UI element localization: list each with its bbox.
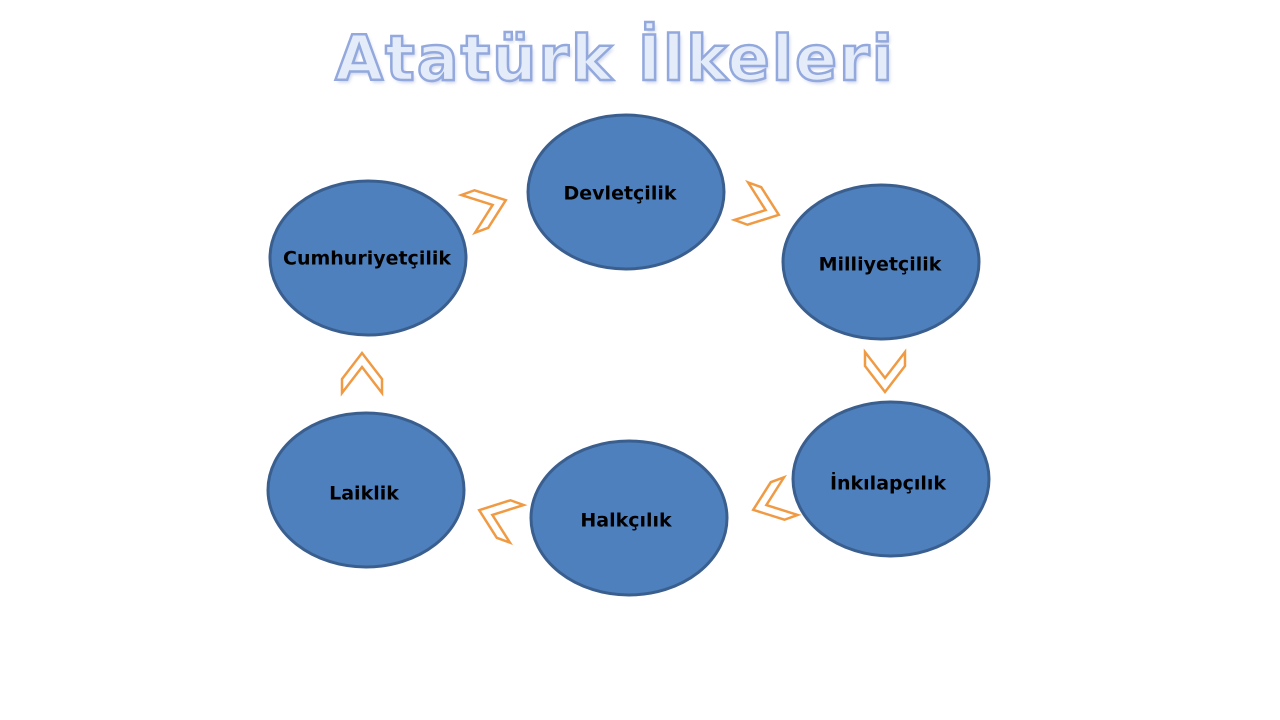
node-laiklik: Laiklik [266,411,466,569]
node-label: Laiklik [329,483,399,505]
node-halkcilik: Halkçılık [529,439,729,597]
node-ellipse [266,411,466,569]
node-ellipse [529,439,729,597]
node-ellipse [781,183,981,341]
chevron-arrow-icon [457,188,508,236]
node-devletcilik: Devletçilik [526,113,726,271]
node-ellipse [791,400,991,558]
node-ellipse [526,113,726,271]
node-label: Cumhuriyetçilik [283,248,451,270]
node-cumhuriyetcilik: Cumhuriyetçilik [268,179,468,337]
node-label: İnkılapçılık [830,471,946,495]
chevron-arrow-icon [340,350,384,397]
slide-title: Atatürk İlkeleri [334,21,895,97]
node-label: Milliyetçilik [819,254,942,276]
chevron-arrow-icon [751,474,802,522]
node-ellipse [268,179,468,337]
node-label: Devletçilik [564,183,677,205]
node-milliyetcilik: Milliyetçilik [781,183,981,341]
node-inkilapcilik: İnkılapçılık [791,400,991,558]
node-label: Halkçılık [580,510,672,532]
chevron-arrow-icon [863,348,907,395]
chevron-arrow-icon [477,498,528,546]
chevron-arrow-icon [730,179,781,227]
